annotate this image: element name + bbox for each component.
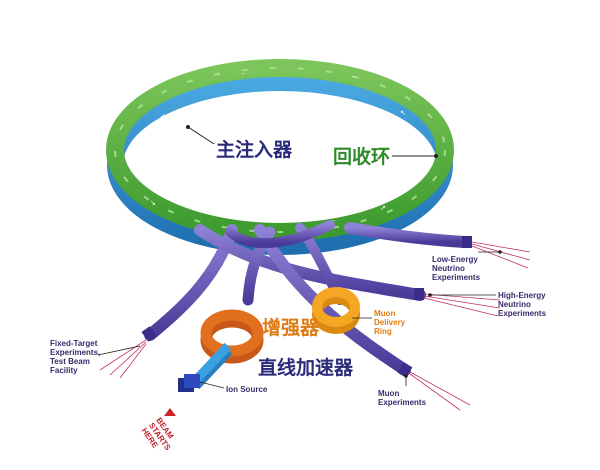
- label-ion-source: Ion Source: [226, 385, 268, 394]
- endcap-low-energy: [462, 236, 472, 248]
- beamline-endcaps: [141, 236, 472, 378]
- svg-text:Low-Energy: Low-Energy: [432, 255, 478, 264]
- label-main-injector: 主注入器: [216, 138, 293, 161]
- svg-text:Muon: Muon: [378, 389, 399, 398]
- label-linac: 直线加速器: [258, 356, 354, 379]
- svg-text:↗: ↗: [380, 205, 386, 212]
- beamline-low-energy: [344, 222, 471, 248]
- svg-text:Neutrino: Neutrino: [498, 300, 531, 309]
- svg-text:Delivery: Delivery: [374, 318, 406, 327]
- svg-text:Muon: Muon: [374, 309, 395, 318]
- label-fixed-target: Fixed-Target Experiments, Test Beam Faci…: [50, 339, 141, 375]
- svg-text:←: ←: [240, 70, 247, 77]
- svg-text:←: ←: [250, 213, 257, 220]
- label-muon-experiments: Muon Experiments: [378, 374, 427, 407]
- svg-text:↙: ↙: [160, 113, 166, 120]
- linac: [190, 342, 233, 390]
- label-beam-starts-here: BEAM STARTS HERE: [140, 416, 176, 453]
- ring-arrow-markers: ← ← ↙ ↖ ← ← ↗ ↘: [150, 70, 406, 224]
- recycler-ring-band: [107, 75, 453, 255]
- beam-rays: [99, 241, 531, 411]
- label-high-energy: High-Energy Neutrino Experiments: [428, 291, 547, 318]
- svg-text:←: ←: [330, 217, 337, 224]
- svg-text:Experiments: Experiments: [378, 398, 427, 407]
- svg-text:↘: ↘: [150, 200, 156, 207]
- endcap-high-energy: [414, 288, 424, 300]
- beamline-booster-transfer: [242, 226, 276, 306]
- svg-text:High-Energy: High-Energy: [498, 291, 546, 300]
- svg-text:←: ←: [350, 73, 357, 80]
- svg-text:Fixed-Target: Fixed-Target: [50, 339, 98, 348]
- svg-text:Neutrino: Neutrino: [432, 264, 465, 273]
- label-muon-delivery: Muon Delivery Ring: [352, 309, 406, 336]
- svg-text:Facility: Facility: [50, 366, 78, 375]
- main-injector-ring: ← ← ↙ ↖ ← ← ↗ ↘: [106, 59, 454, 255]
- beamline-ring-link: [225, 220, 335, 249]
- main-injector-leader: [187, 126, 215, 145]
- svg-text:Test Beam: Test Beam: [50, 357, 90, 366]
- beamline-high-energy: [194, 224, 426, 301]
- svg-text:Experiments: Experiments: [432, 273, 481, 282]
- svg-text:↖: ↖: [400, 110, 406, 117]
- muon-delivery-ring: [312, 287, 360, 334]
- beam-start-arrow: [164, 408, 176, 416]
- label-recycler: 回收环: [333, 145, 390, 168]
- svg-text:Experiments,: Experiments,: [50, 348, 100, 357]
- booster-ring: [200, 309, 264, 364]
- endcap-muon: [397, 362, 413, 378]
- svg-text:Experiments: Experiments: [498, 309, 547, 318]
- label-booster: 增强器: [262, 316, 320, 339]
- ion-source-box: [178, 374, 200, 392]
- ring-direction-arrows: [114, 67, 446, 233]
- endcap-fixed-target: [141, 326, 157, 342]
- svg-text:Ring: Ring: [374, 327, 392, 336]
- label-low-energy: Low-Energy Neutrino Experiments: [432, 250, 502, 282]
- beamline-muon: [254, 224, 411, 376]
